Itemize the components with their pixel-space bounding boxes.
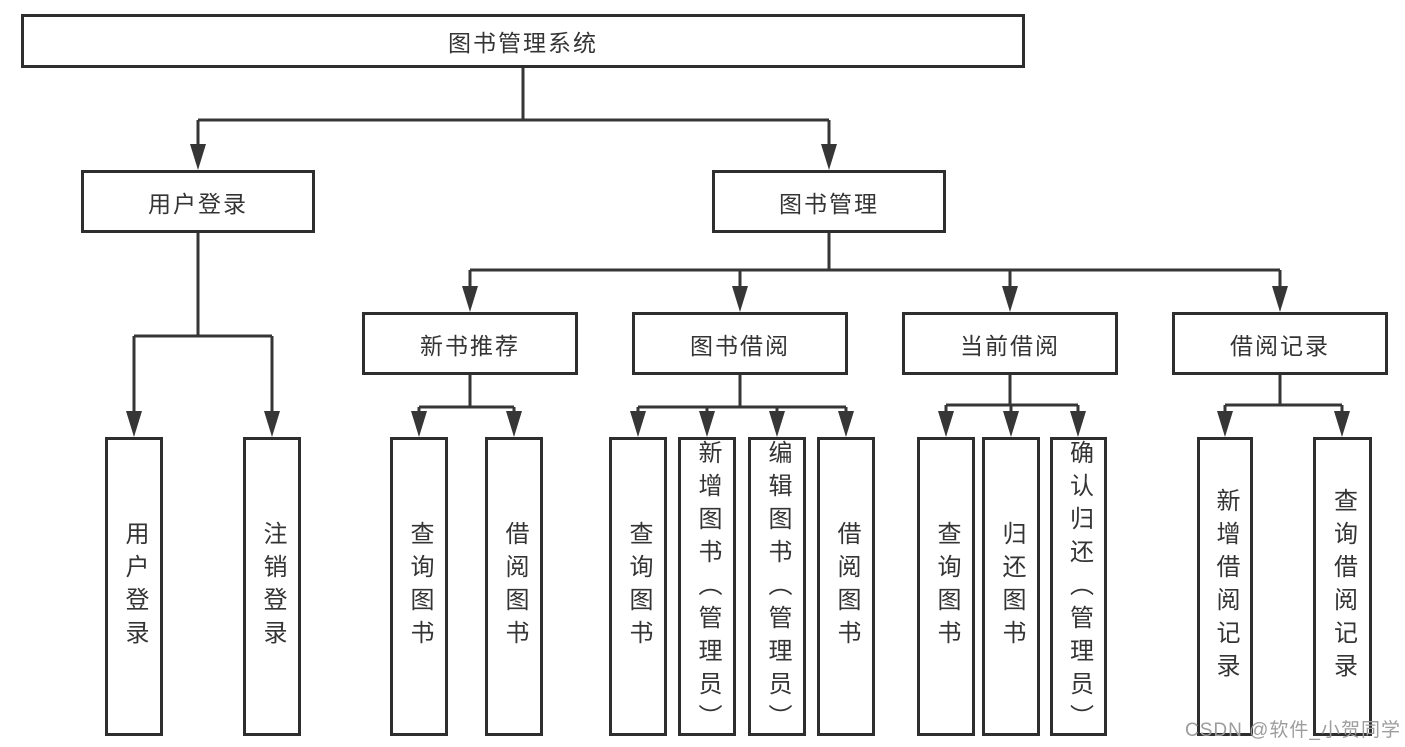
node-book-management: 图书管理	[712, 170, 946, 233]
leaf-user-login: 用户登录	[105, 437, 163, 736]
leaf-current-query-books: 查询图书	[917, 437, 975, 736]
csdn-watermark: CSDN @软件_小贺同学	[1185, 720, 1401, 741]
leaf-records-query-record: 查询借阅记录	[1313, 437, 1372, 736]
leaf-recommend-borrow-books: 借阅图书	[485, 437, 543, 736]
leaf-current-confirm-return-admin: 确认归还（管理员）	[1050, 437, 1107, 737]
node-library-management-system: 图书管理系统	[21, 14, 1025, 68]
node-borrowing-records: 借阅记录	[1172, 312, 1388, 375]
leaf-logout: 注销登录	[243, 437, 301, 736]
leaf-recommend-query-books: 查询图书	[390, 437, 448, 736]
leaf-borrowing-query-books: 查询图书	[609, 437, 667, 736]
node-new-book-recommend: 新书推荐	[362, 312, 578, 375]
leaf-current-return-books: 归还图书	[982, 437, 1040, 736]
leaf-borrowing-add-books-admin: 新增图书（管理员）	[678, 437, 736, 737]
node-book-borrowing: 图书借阅	[632, 312, 848, 375]
node-user-login: 用户登录	[81, 170, 315, 233]
leaf-borrowing-borrow-books: 借阅图书	[817, 437, 875, 736]
node-current-borrowing: 当前借阅	[902, 312, 1118, 375]
leaf-records-add-record: 新增借阅记录	[1197, 437, 1253, 736]
leaf-borrowing-edit-books-admin: 编辑图书（管理员）	[748, 437, 806, 737]
